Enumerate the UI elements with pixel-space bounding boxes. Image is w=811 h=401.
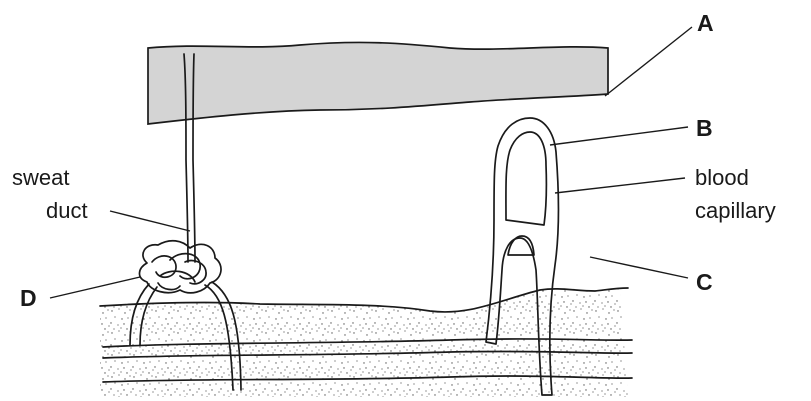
label-a: A [697,10,714,36]
gland-vessel-right-inner [211,281,242,391]
label-blood-capillary-line2: capillary [695,198,776,223]
leader-c [589,256,689,279]
dermis-fibre-2 [102,350,633,359]
sweat-gland [138,239,222,294]
blood-capillary [485,117,560,396]
dermis-fibre-3 [102,375,633,383]
label-d: D [20,285,37,311]
gland-vessel-right-outer [204,284,234,391]
label-sweat-duct-line2: duct [46,198,88,223]
sweat-duct [183,53,189,263]
leader-blood-capillary [554,177,686,194]
leader-d [49,276,141,299]
sweat-duct-inner [192,53,196,263]
leader-sweat-duct [109,210,191,232]
gland-vessel-left-inner [139,286,158,346]
label-c: C [696,269,713,295]
leader-a [604,26,693,97]
epidermis-layer [147,41,609,125]
label-b: B [696,115,713,141]
label-blood-capillary-line1: blood [695,165,749,190]
gland-vessel-left-outer [129,283,150,346]
leader-b [549,126,689,146]
dermis-fibre-1 [102,338,633,348]
label-sweat-duct-line1: sweat [12,165,69,190]
